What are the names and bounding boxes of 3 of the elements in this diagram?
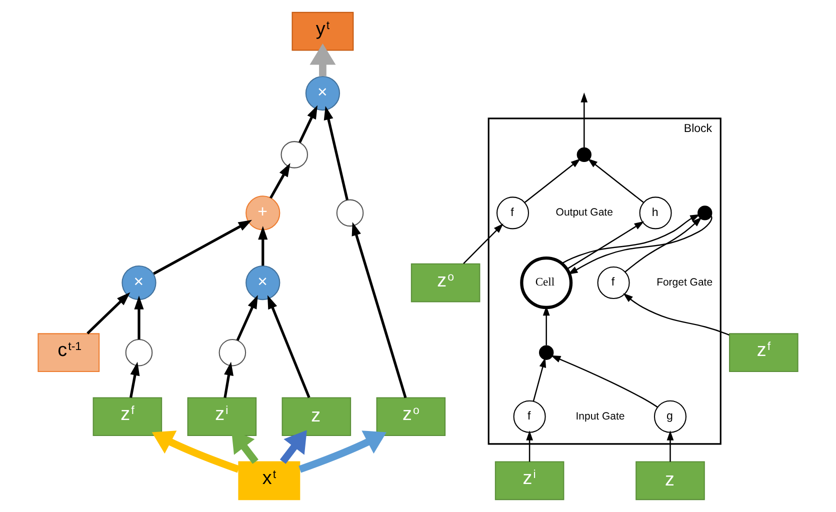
node-label: Forget Gate xyxy=(656,277,713,288)
node-label: Output Gate xyxy=(556,208,613,219)
node-label: Input Gate xyxy=(576,411,625,422)
